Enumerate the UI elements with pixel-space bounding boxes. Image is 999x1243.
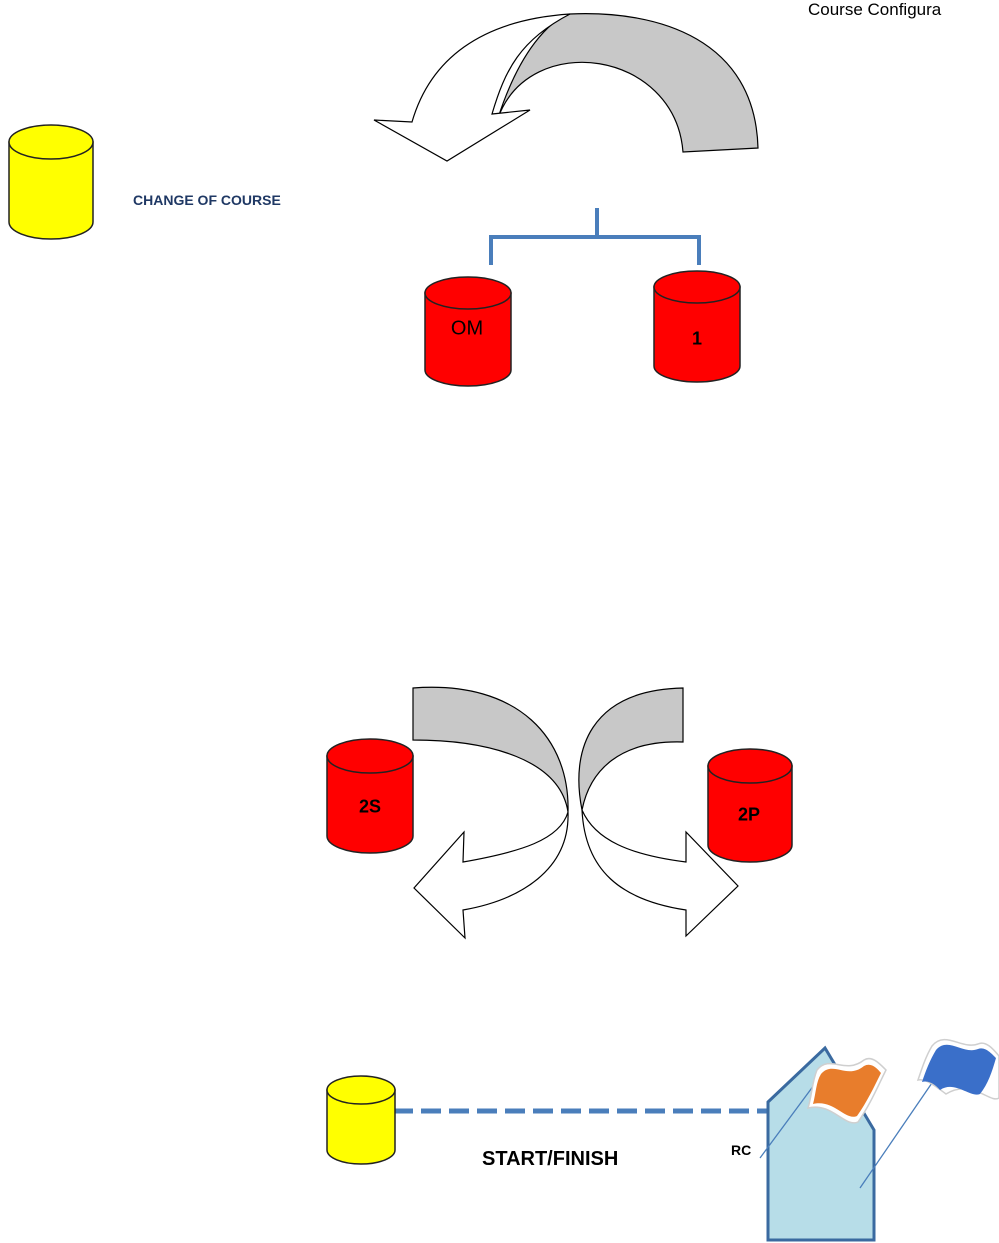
mark-2p-label: 2P xyxy=(737,804,761,825)
diagram-title: Course Configura xyxy=(808,0,942,19)
rc-label: RC xyxy=(731,1142,752,1158)
rc-leader-line xyxy=(759,1084,815,1159)
gate-connector xyxy=(489,208,701,265)
curved-arrow-left-gate xyxy=(412,686,569,940)
start-finish-label: START/FINISH xyxy=(482,1148,619,1170)
pin-end-buoy xyxy=(326,1075,396,1165)
change-of-course-buoy xyxy=(8,124,94,240)
curved-arrow-top xyxy=(373,13,759,162)
curved-arrow-right-gate xyxy=(578,687,739,938)
change-of-course-label: CHANGE OF COURSE xyxy=(133,192,281,208)
mark-1-label: 1 xyxy=(691,328,703,349)
mark-om-label: OM xyxy=(450,317,484,340)
mark-1 xyxy=(653,270,741,383)
mark-2p xyxy=(707,748,793,863)
flag-pole-line xyxy=(859,1079,935,1189)
mark-om xyxy=(424,276,512,387)
mark-2s xyxy=(326,738,414,854)
blue-flag-icon xyxy=(916,1039,999,1100)
orange-flag-icon xyxy=(806,1057,887,1124)
mark-2s-label: 2S xyxy=(358,796,382,817)
